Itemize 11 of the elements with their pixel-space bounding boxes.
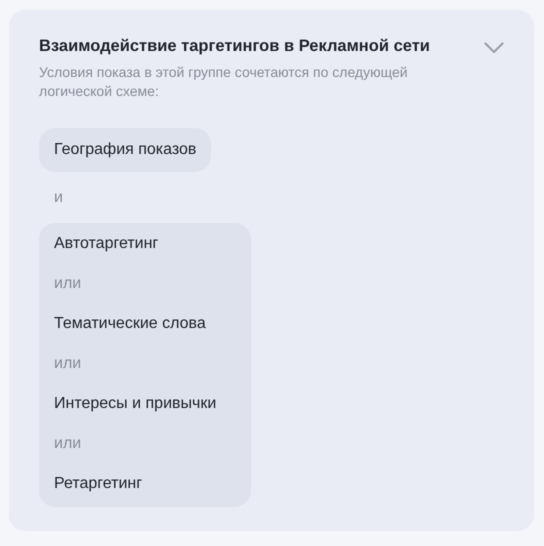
condition-pill: География показов bbox=[39, 128, 212, 172]
operator-text: или bbox=[54, 354, 82, 374]
heading: Взаимодействие таргетингов в Рекламной сети bbox=[39, 36, 430, 57]
operator-text: и bbox=[54, 188, 63, 208]
condition-name: Интересы и привычки bbox=[54, 394, 218, 414]
condition-name: Тематические слова bbox=[54, 314, 207, 334]
condition-name: Ретаргетинг bbox=[54, 474, 144, 494]
description-text: Условия показа в этой группе сочетаются по следующей логической схеме: bbox=[39, 63, 409, 101]
condition-name: Автотаргетинг bbox=[54, 234, 160, 254]
operator-text: или bbox=[54, 434, 82, 454]
operator-text: или bbox=[54, 274, 82, 294]
